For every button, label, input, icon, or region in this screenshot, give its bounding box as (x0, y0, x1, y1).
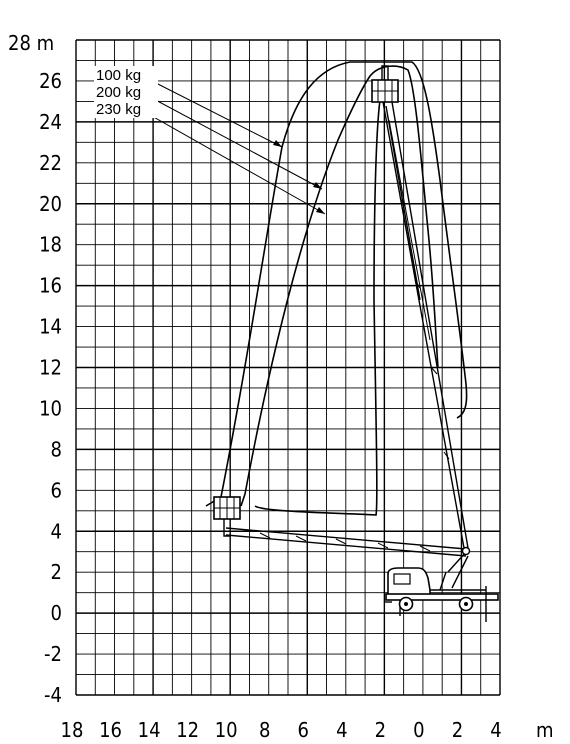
x-tick-label: 8 (259, 718, 270, 742)
horizontal-boom (225, 527, 467, 557)
leader-230kg (149, 114, 326, 215)
x-tick-label: 10 (215, 718, 238, 742)
y-tick-label: 4 (51, 519, 62, 543)
x-tick-label: 2 (375, 718, 386, 742)
leader-100kg (149, 79, 283, 148)
x-axis-unit-label: m (536, 718, 554, 742)
vertical-boom (382, 101, 469, 549)
y-tick-label: 6 (51, 478, 62, 502)
y-tick-label: 0 (51, 601, 62, 625)
grid (75, 39, 501, 696)
legend-200kg: 200 kg (96, 84, 141, 101)
y-tick-label: 26 (39, 69, 62, 93)
turntable-arm (439, 546, 471, 591)
x-tick-label: 0 (413, 718, 424, 742)
x-tick-label: 12 (176, 718, 199, 742)
y-tick-label: -2 (44, 642, 62, 666)
arrow-100kg (273, 140, 282, 147)
arrow-230kg (316, 207, 325, 214)
legend-box (94, 66, 158, 118)
y-tick-label: 10 (39, 396, 62, 420)
y-tick-label: 2 (51, 560, 62, 584)
envelope-100kg (205, 61, 468, 507)
truck (384, 567, 499, 622)
x-tick-label: 4 (490, 718, 501, 742)
y-tick-label: 12 (39, 356, 62, 380)
y-tick-label: 8 (51, 437, 62, 461)
envelope-230kg (254, 99, 381, 516)
x-tick-label: 18 (61, 718, 84, 742)
y-tick-label: 20 (39, 192, 62, 216)
leader-200kg (149, 96, 323, 190)
legend-100kg: 100 kg (96, 67, 141, 84)
y-tick-label: 16 (39, 274, 62, 298)
x-tick-label: 2 (452, 718, 463, 742)
y-tick-label: 22 (39, 151, 62, 175)
lowered-basket (213, 496, 241, 537)
y-tick-label: -4 (44, 683, 62, 707)
x-tick-label: 6 (298, 718, 309, 742)
x-tick-label: 16 (99, 718, 122, 742)
y-axis-top-label: 28 m (8, 31, 54, 55)
raised-basket (371, 65, 399, 103)
y-tick-label: 18 (39, 233, 62, 257)
y-tick-label: 24 (39, 110, 62, 134)
x-tick-label: 4 (336, 718, 347, 742)
arrow-200kg (313, 182, 322, 189)
x-tick-label: 14 (138, 718, 161, 742)
y-tick-label: 14 (39, 315, 62, 339)
legend-230kg: 230 kg (96, 101, 141, 118)
x-axis-ticks: 18 16 14 12 10 8 6 4 2 0 2 4 (61, 718, 502, 742)
envelope-200kg (240, 65, 439, 507)
